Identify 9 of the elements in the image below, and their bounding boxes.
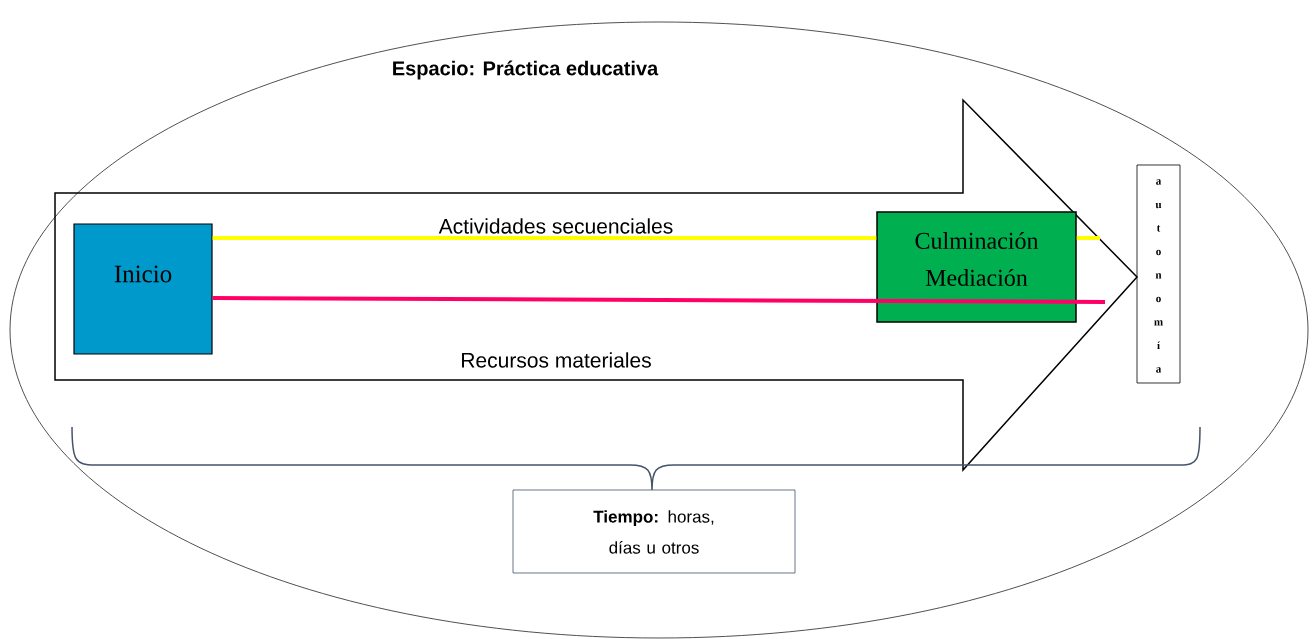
process-box: Culminación Mediación: [876, 211, 1077, 323]
vertical-label-box: autonomía: [1136, 164, 1181, 384]
arrow-text: Recursos materiales: [462, 352, 651, 368]
line: [212, 296, 1105, 304]
process-box: Inicio: [73, 223, 213, 355]
line: [1076, 236, 1100, 240]
arrow-text: Actividades secuenciales: [438, 218, 673, 234]
text-box: Tiempo: horas, días u otros: [512, 489, 796, 574]
line: [212, 236, 877, 240]
